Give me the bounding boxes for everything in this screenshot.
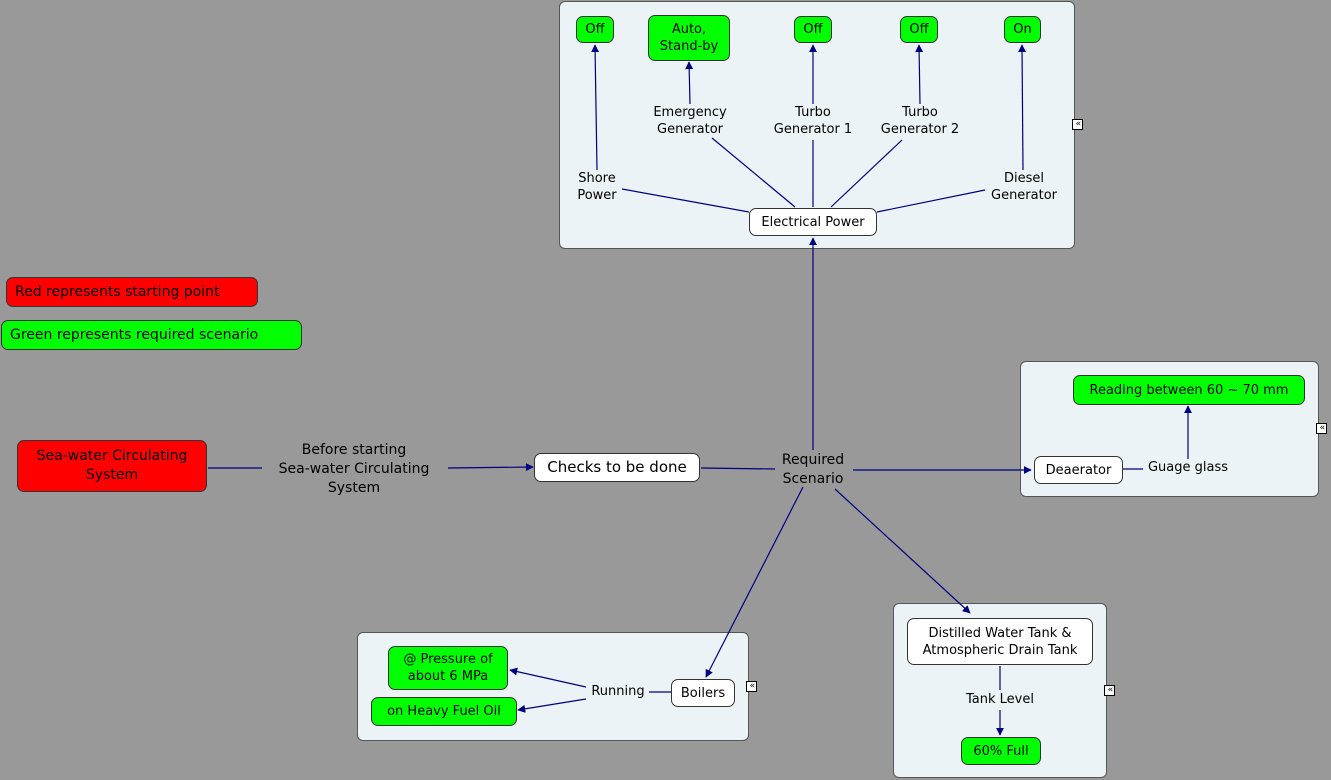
- tank-level-node[interactable]: 60% Full: [961, 737, 1041, 765]
- distilled-water-tank-node[interactable]: Distilled Water Tank & Atmospheric Drain…: [907, 618, 1093, 665]
- turbo-generator-1-state[interactable]: Off: [794, 16, 832, 43]
- legend-green: Green represents required scenario: [1, 320, 302, 350]
- boilers-node[interactable]: Boilers: [671, 679, 735, 707]
- checks-node[interactable]: Checks to be done: [534, 453, 700, 482]
- heavy-fuel-oil-node[interactable]: on Heavy Fuel Oil: [371, 697, 517, 726]
- diesel-generator-state[interactable]: On: [1004, 16, 1041, 43]
- pressure-node[interactable]: @ Pressure of about 6 MPa: [388, 646, 508, 690]
- electrical-power-node[interactable]: Electrical Power: [749, 208, 877, 236]
- tank-level-label: Tank Level: [966, 692, 1034, 707]
- start-node[interactable]: Sea-water Circulating System: [17, 440, 207, 492]
- running-label: Running: [591, 684, 645, 699]
- deaerator-node[interactable]: Deaerator: [1034, 456, 1123, 484]
- required-scenario-label: Required Scenario: [781, 452, 845, 487]
- gauge-glass-label: Guage glass: [1147, 460, 1229, 475]
- diesel-generator-label: Diesel Generator: [990, 171, 1058, 203]
- emergency-generator-state[interactable]: Auto, Stand-by: [648, 15, 730, 61]
- shore-power-label: Shore Power: [577, 171, 617, 203]
- legend-red: Red represents starting point: [6, 277, 258, 307]
- turbo-generator-2-label: Turbo Generator 2: [880, 105, 960, 137]
- turbo-generator-2-state[interactable]: Off: [900, 16, 938, 43]
- collapse-icon[interactable]: «: [1104, 685, 1115, 696]
- collapse-icon[interactable]: «: [1316, 423, 1327, 434]
- collapse-icon[interactable]: «: [746, 681, 757, 692]
- collapse-icon[interactable]: «: [1072, 119, 1083, 130]
- gauge-reading-node[interactable]: Reading between 60 ~ 70 mm: [1073, 375, 1305, 405]
- before-starting-label: Before starting Sea-water Circulating Sy…: [278, 442, 430, 496]
- turbo-generator-1-label: Turbo Generator 1: [773, 105, 853, 137]
- emergency-generator-label: Emergency Generator: [653, 105, 727, 137]
- shore-power-state[interactable]: Off: [576, 16, 614, 43]
